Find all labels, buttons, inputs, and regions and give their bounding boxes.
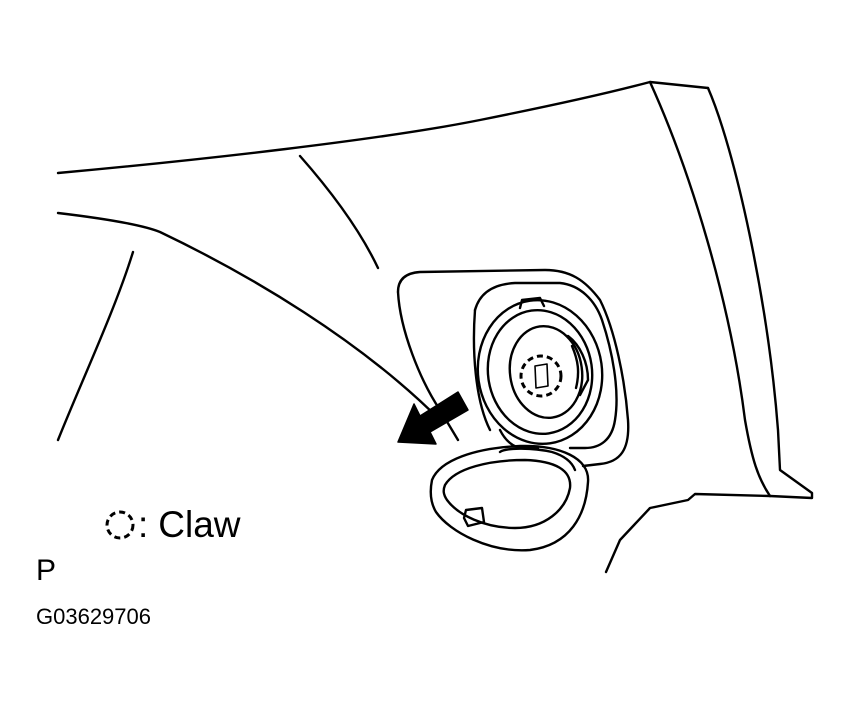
belt-line — [56, 211, 442, 422]
door-edge-line — [56, 250, 135, 442]
filler-neck-middle-ring — [486, 308, 594, 436]
filler-housing-left — [472, 308, 492, 432]
filler-neck-top-tab — [518, 296, 546, 310]
legend-separator: : — [138, 504, 149, 545]
fuel-lid-rim — [498, 447, 577, 472]
filler-housing — [473, 281, 618, 450]
fuel-lid-tab — [462, 506, 486, 528]
dashed-circle-icon — [104, 509, 136, 541]
fuel-recess-outline — [396, 268, 630, 468]
pillar-line — [298, 154, 380, 270]
panel-rear-edge — [706, 86, 814, 500]
quarter-panel-top-edge — [56, 80, 710, 175]
claw-shape — [534, 363, 549, 389]
legend-label: Claw — [158, 504, 241, 545]
legend: : Claw — [104, 503, 241, 547]
claw-marker — [519, 354, 563, 398]
figure-code: G03629706 — [36, 604, 151, 629]
body-lower-line — [604, 492, 772, 574]
fuel-lid-outer — [429, 444, 590, 552]
fuel-lid-inner — [442, 458, 572, 530]
direction-arrow-icon — [397, 391, 469, 445]
filler-neck-inner-ring — [508, 324, 584, 420]
view-letter: P — [36, 554, 57, 587]
filler-neck-outer-ring — [476, 298, 604, 446]
panel-inner-crease — [648, 80, 772, 498]
filler-neck-hinge — [566, 334, 590, 397]
